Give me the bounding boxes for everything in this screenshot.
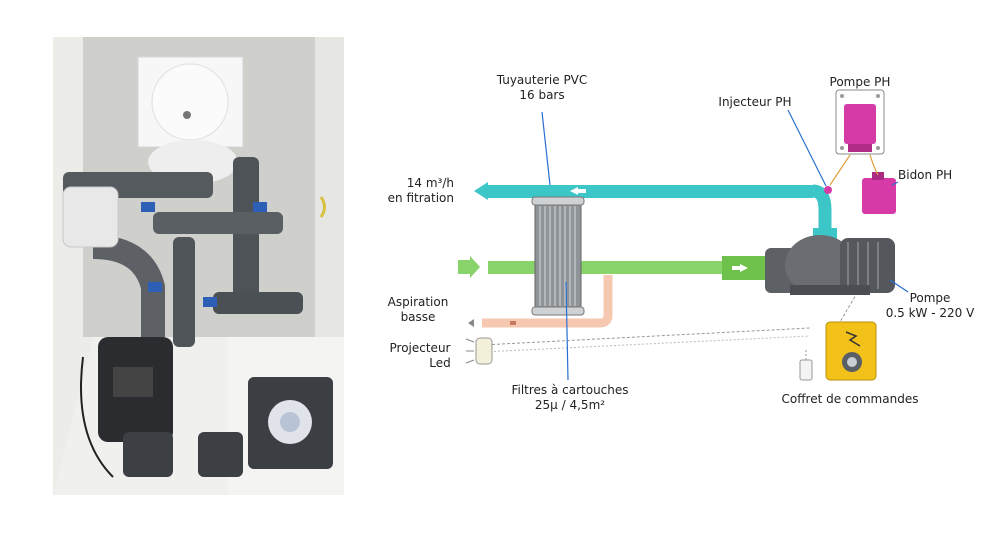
installation-photo	[53, 37, 344, 495]
label-filtres-2: 25µ / 4,5m²	[535, 398, 605, 412]
label-aspiration-1: Aspiration	[388, 295, 449, 309]
label-coffret: Coffret de commandes	[782, 392, 919, 406]
label-tuyauterie-2: 16 bars	[519, 88, 564, 102]
label-filtres-1: Filtres à cartouches	[511, 383, 628, 397]
label-pompe-1: Pompe	[910, 291, 951, 305]
suction-tube	[869, 154, 879, 176]
leader-injecteur	[787, 109, 827, 187]
label-injecteur-ph: Injecteur PH	[718, 95, 791, 109]
label-pompe-ph: Pompe PH	[830, 75, 891, 89]
label-tuyauterie-1: Tuyauterie PVC	[496, 73, 588, 87]
leader-filtres	[565, 281, 569, 381]
diagram-svg: Tuyauterie PVC 16 bars Pompe PH Injecteu…	[388, 73, 975, 412]
aspiration-pipe	[468, 275, 613, 328]
ph-pump	[835, 89, 885, 155]
leader-pompe	[889, 279, 909, 293]
sensor	[799, 359, 813, 381]
suction-flow-arrow	[458, 256, 480, 278]
wire-projecteur-2	[481, 335, 811, 353]
return-pipe	[474, 182, 837, 250]
label-aspiration-2: basse	[401, 310, 436, 324]
led-projector	[465, 337, 493, 365]
label-bidon-ph: Bidon PH	[898, 168, 952, 182]
label-pompe-2: 0.5 kW - 220 V	[886, 306, 975, 320]
leader-bidon	[891, 181, 899, 186]
wire-projecteur	[481, 327, 811, 346]
label-debit-1: 14 m³/h	[407, 176, 454, 190]
label-projecteur-1: Projecteur	[390, 341, 451, 355]
installation-photo-drawing	[53, 37, 344, 495]
label-debit-2: en fitration	[388, 191, 454, 205]
control-box	[825, 321, 877, 381]
ph-injector	[824, 186, 832, 194]
pump	[765, 235, 895, 295]
cartridge-filter	[531, 196, 585, 316]
label-projecteur-2: Led	[429, 356, 450, 370]
injection-tube	[829, 154, 851, 186]
leader-tuyauterie	[541, 111, 551, 186]
return-flow-arrow	[474, 182, 488, 200]
filtration-diagram: Tuyauterie PVC 16 bars Pompe PH Injecteu…	[370, 60, 990, 420]
ph-canister	[862, 172, 896, 214]
